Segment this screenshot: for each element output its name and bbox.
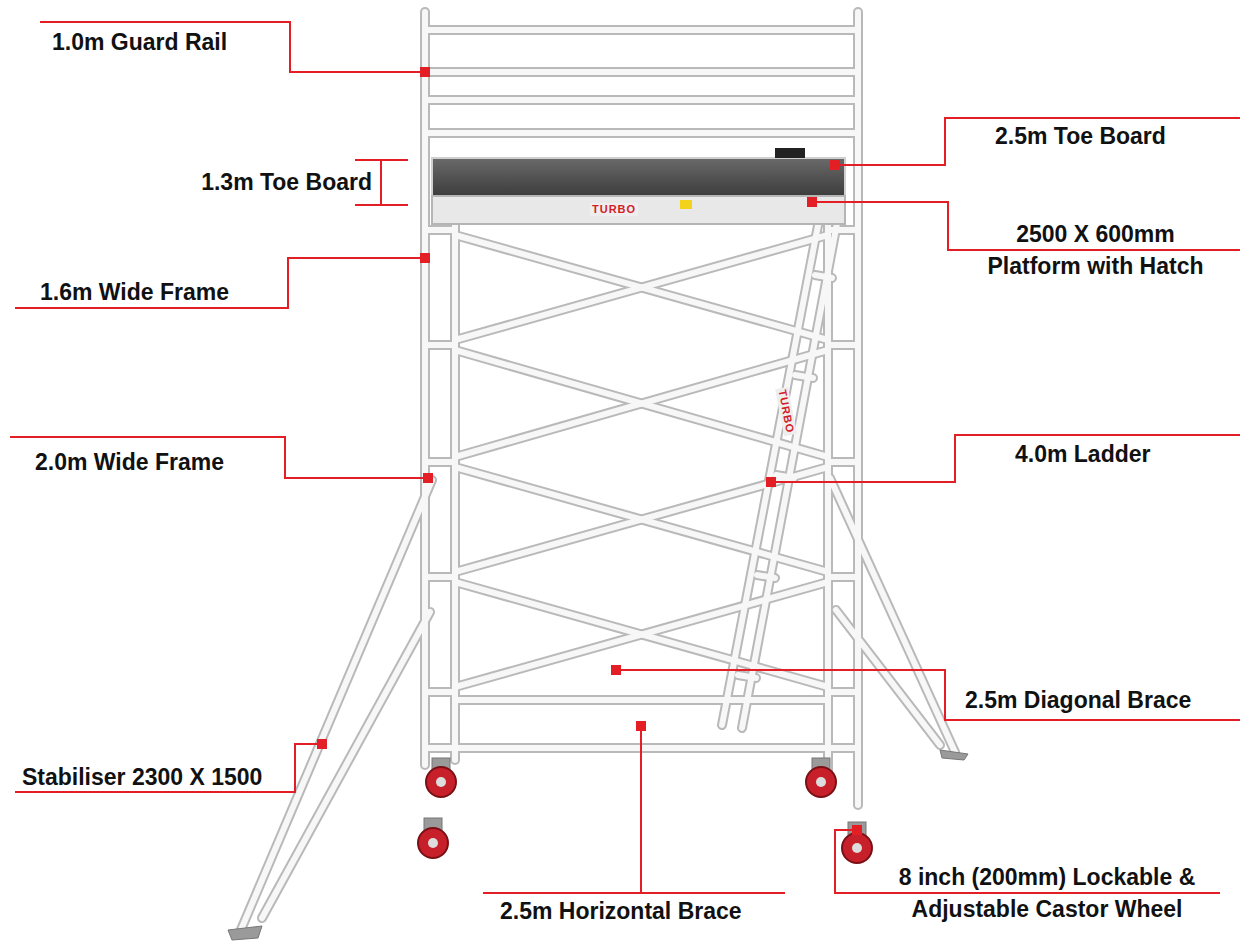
part-label: 2500 X 600mm Platform with Hatch — [978, 218, 1213, 282]
part-label: 1.6m Wide Frame — [40, 278, 229, 306]
callout-markers — [317, 67, 862, 835]
part-label: Stabiliser 2300 X 1500 — [22, 763, 262, 791]
part-label: 2.0m Wide Frame — [35, 448, 224, 476]
part-label: 8 inch (200mm) Lockable & Adjustable Cas… — [892, 861, 1202, 925]
dimension-label: 1.3m Toe Board — [201, 168, 372, 196]
part-label: 1.0m Guard Rail — [52, 28, 227, 56]
part-label: 2.5m Toe Board — [995, 122, 1166, 150]
leader-lines — [10, 22, 1240, 893]
part-label: 2.5m Diagonal Brace — [965, 686, 1191, 714]
part-label: 4.0m Ladder — [1015, 440, 1151, 468]
brand-mark: TURBO — [590, 203, 638, 216]
part-label: 2.5m Horizontal Brace — [500, 897, 742, 925]
